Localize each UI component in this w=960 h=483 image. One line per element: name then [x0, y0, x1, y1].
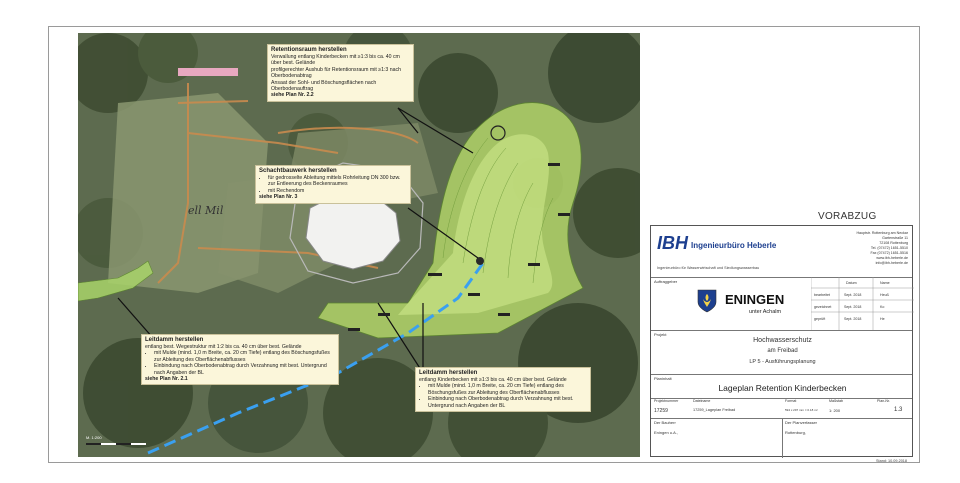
scale-label: M. 1:200 [86, 435, 102, 440]
address-line: 72108 Rottenburg [879, 241, 908, 245]
note-schacht-ref: siehe Plan Nr. 3 [259, 194, 298, 201]
file-name: 17259_Lageplan Freibad [693, 408, 736, 412]
leitdamm-west [78, 260, 154, 302]
planinhalt-label: Planinhalt [654, 376, 672, 381]
plan-content-section: Planinhalt Lageplan Retention Kinderbeck… [651, 374, 912, 399]
note-schacht-item2: mit Rechendom [268, 188, 407, 194]
kinderbecken-pool [305, 192, 401, 270]
ibh-logo: IBH [657, 233, 688, 253]
path-lines [157, 83, 419, 284]
note-leitdamm-east: Leitdamm herstellen entlang Kinderbecken… [415, 367, 591, 413]
note-leitdamm-west-heading: Leitdamm herstellen [145, 337, 204, 343]
note-leitdamm-east-heading: Leitdamm herstellen [419, 370, 478, 376]
note-leitdamm-east-item1: mit Mulde (mind. 1,0 m Breite, ca. 20 cm… [428, 383, 587, 396]
planverfasser-label: Der Planverfasser [785, 420, 818, 425]
row-label: gezeichnet [814, 305, 832, 309]
schacht-marker [476, 257, 484, 265]
client-name: ENINGEN [725, 292, 785, 307]
project-subtitle: am Freibad [767, 348, 798, 354]
note-leitdamm-east-intro: entlang Kinderbecken mit ≥1:3 bis ca. 40… [419, 377, 567, 383]
stand-date: Stand: 10.09.2018 [876, 459, 908, 463]
client-subtitle: unter Achalm [749, 309, 782, 315]
row-date: Sept. 2018 [844, 293, 862, 297]
tree-symbol [490, 125, 506, 141]
meta-label: Dateiname [693, 399, 711, 403]
row-name: He [880, 317, 885, 321]
bauherr-label: Der Bauherr [654, 420, 676, 425]
auftraggeber-label: Auftraggeber [654, 279, 678, 284]
note-schacht-item1: für gedrosselte Ableitung mittels Rohrle… [268, 175, 407, 188]
row-name: Ko [880, 305, 885, 309]
note-retention-line3: Ansaat der Sohl- und Böschungsflächen na… [271, 79, 377, 93]
note-leitdamm-west-item1: mit Mulde (mind. 1,0 m Breite, ca. 20 cm… [154, 350, 335, 363]
note-leitdamm-west: Leitdamm herstellen entlang best. Wegest… [141, 334, 339, 386]
client-section: Auftraggeber ENINGEN unter Achalm Datum … [651, 277, 914, 331]
note-retention-ref: siehe Plan Nr. 2.2 [271, 92, 314, 99]
row-date: Sept. 2018 [844, 305, 862, 309]
address-line: Tel. (07472) 1651-5510 [870, 246, 908, 250]
note-schacht: Schachtbauwerk herstellen für gedrosselt… [255, 165, 411, 204]
plan-number: 1.3 [894, 407, 903, 413]
row-label: geprüft [814, 317, 826, 321]
format-value: 594 x 297 mm = 0.18 m² [785, 408, 818, 412]
note-leitdamm-east-item2: Einbindung nach Oberbodenabtrag durch Ve… [428, 396, 587, 409]
note-leitdamm-west-intro: entlang best. Wegestruktur mit 1:2 bis c… [145, 344, 302, 350]
meta-label: Maßstab [829, 399, 843, 403]
name-header: Name [880, 281, 890, 285]
note-retention-line1: Verwallung entlang Kinderbecken mit ≥1:3… [271, 54, 400, 67]
signature-section: Der Bauherr Eningen u.A., Der Planverfas… [651, 418, 912, 458]
signature-divider [782, 418, 783, 458]
survey-points [348, 163, 570, 331]
building-marker [178, 68, 238, 76]
scale-value: 1: 200 [829, 408, 841, 413]
revision-grid [811, 277, 914, 330]
contour-lines [442, 137, 554, 284]
scale-bar [86, 443, 146, 445]
meta-label: Plan-Nr. [877, 399, 890, 403]
vorabzug-label: VORABZUG [818, 211, 877, 222]
meta-section: Projektnummer Dateiname Format Maßstab P… [651, 398, 912, 419]
note-leitdamm-west-ref: siehe Plan Nr. 2.1 [145, 376, 188, 383]
address-line: Fax (07472) 1651-5516 [870, 251, 908, 255]
row-label: bearbeitet [814, 293, 830, 297]
pipe-line [147, 262, 485, 455]
planverfasser-value: Rottenburg, [785, 430, 806, 435]
address-line: Hauptstr. Rottenburg am Neckar [856, 231, 908, 235]
row-date: Sept. 2018 [844, 317, 862, 321]
eningen-crest-icon [697, 289, 717, 313]
row-name: Heuß [880, 293, 889, 297]
company-subtitle: Ingenieurbüro für Wasserwirtschaft und S… [657, 266, 760, 270]
title-block: IBH Ingenieurbüro Heberle Ingenieurbüro … [650, 225, 914, 458]
project-number: 17259 [654, 408, 668, 414]
retention-inner [398, 134, 553, 315]
note-retention: Retentionsraum herstellen Verwallung ent… [267, 44, 414, 102]
bauherr-value: Eningen u.A., [654, 430, 679, 435]
address-line: www.ibh-heberle.de [876, 256, 908, 260]
project-section: Projekt Hochwasserschutz am Freibad LP 5… [651, 330, 912, 375]
note-retention-heading: Retentionsraum herstellen [271, 47, 347, 53]
project-title: Hochwasserschutz [753, 337, 812, 344]
address-line: Gartenstraße 11 [882, 236, 908, 240]
note-leitdamm-west-item2: Einbindung nach Oberbodenabtrag durch Ve… [154, 363, 335, 376]
company-name: Ingenieurbüro Heberle [691, 241, 777, 250]
datum-header: Datum [846, 281, 857, 285]
company-section: IBH Ingenieurbüro Heberle Ingenieurbüro … [651, 226, 912, 278]
meta-label: Format [785, 399, 797, 403]
projekt-label: Projekt [654, 332, 667, 337]
handwritten-signature: ell Mil [188, 204, 224, 217]
project-phase: LP 5 - Ausführungsplanung [749, 359, 816, 365]
revision-table: Datum Name bearbeitet Sept. 2018 Heuß ge… [814, 281, 914, 327]
meta-label: Projektnummer [654, 399, 679, 403]
note-retention-line2: profilgerechter Aushub für Retentionsrau… [271, 66, 402, 80]
company-address: Hauptstr. Rottenburg am Neckar Gartenstr… [856, 231, 908, 266]
address-line: info@ibh-heberle.de [875, 261, 908, 265]
plan-title: Lageplan Retention Kinderbecken [718, 383, 847, 393]
note-schacht-heading: Schachtbauwerk herstellen [259, 168, 337, 174]
